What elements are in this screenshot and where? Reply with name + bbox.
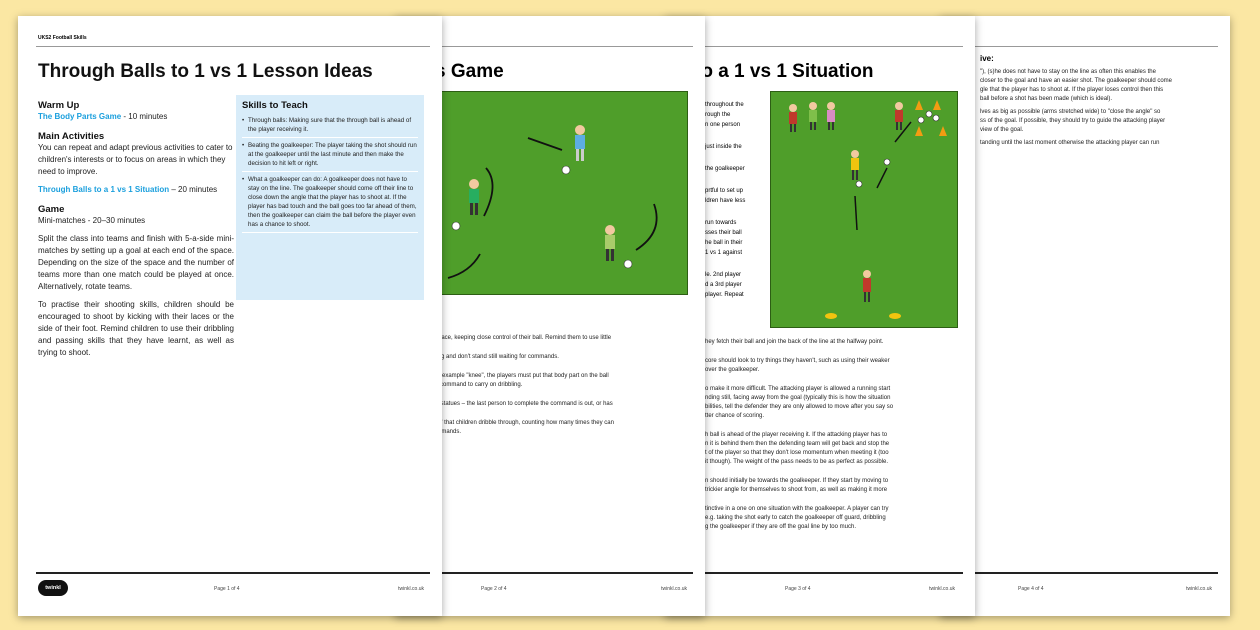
- footer-site: twinkl.co.uk: [661, 586, 687, 592]
- player-figure: [851, 150, 859, 180]
- text-line: , for example "knee", the players must p…: [430, 373, 609, 388]
- skill-item: What a goalkeeper can do: A goalkeeper d…: [242, 172, 418, 233]
- document-page-1: UKS2 Football Skills Through Balls to 1 …: [18, 16, 442, 616]
- text-line: oving and don't stand still waiting for …: [430, 354, 559, 360]
- practise-text: To practise their shooting skills, child…: [38, 300, 234, 357]
- warm-up-line: The Body Parts Game - 10 minutes: [38, 111, 234, 123]
- football-drill-diagram: [789, 100, 947, 319]
- page-title: s Game: [435, 61, 504, 82]
- skills-to-teach-box: Skills to Teach Through balls: Making su…: [236, 95, 424, 300]
- cone-icon: [915, 100, 947, 136]
- footer-divider: [36, 572, 430, 574]
- footer-page-number: Page 1 of 4: [214, 586, 240, 592]
- marker-disc-icon: [825, 313, 901, 319]
- text-line: core should look to try things they have…: [705, 358, 890, 373]
- text-line: hey fetch their ball and join the back o…: [705, 339, 884, 345]
- warm-up-time: - 10 minutes: [121, 112, 168, 121]
- text-line: throughout the rough the n one person: [705, 102, 744, 128]
- page-title: to a 1 vs 1 Situation: [695, 61, 874, 82]
- footer-divider: [958, 572, 1218, 574]
- footer-site: twinkl.co.uk: [929, 586, 955, 592]
- player-figure: [827, 102, 835, 130]
- skill-item: Beating the goalkeeper: The player takin…: [242, 138, 418, 172]
- page-title: Through Balls to 1 vs 1 Lesson Ideas: [38, 61, 373, 82]
- text-line: h ball is ahead of the player receiving …: [705, 432, 890, 465]
- left-text-column: throughout the rough the n one person ju…: [705, 100, 765, 312]
- main-activities-heading: Main Activities: [38, 131, 105, 142]
- skill-item: Through balls: Making sure that the thro…: [242, 113, 418, 138]
- footer-page-number: Page 2 of 4: [481, 586, 507, 592]
- pitch-illustration: [770, 91, 958, 328]
- text-line: ates' that children dribble through, cou…: [430, 420, 614, 435]
- player-figure: [605, 225, 615, 261]
- header-divider: [958, 46, 1218, 47]
- header-divider: [683, 46, 963, 47]
- body-lines: e space, keeping close control of their …: [430, 334, 692, 447]
- game-time: Mini-matches - 20–30 minutes: [38, 216, 146, 225]
- text-line: tanding until the last moment otherwise …: [980, 140, 1160, 146]
- text-line: run towards sses their ball he ball in t…: [705, 220, 743, 256]
- game-text: Split the class into teams and finish wi…: [38, 234, 234, 291]
- football-warmup-diagram: [447, 125, 658, 279]
- footer-site: twinkl.co.uk: [1186, 586, 1212, 592]
- arrow-icon: [447, 137, 658, 279]
- text-line: the goalkeeper: [705, 166, 745, 172]
- text-line: just inside the: [705, 144, 742, 150]
- document-page-4: ive: "), (s)he does not have to stay on …: [940, 16, 1230, 616]
- main-activity-link[interactable]: Through Balls to a 1 vs 1 Situation: [38, 185, 170, 194]
- player-figure: [863, 270, 871, 302]
- skills-list: Through balls: Making sure that the thro…: [242, 113, 418, 233]
- lesson-plan-column: Warm Up The Body Parts Game - 10 minutes…: [38, 96, 234, 359]
- footer-site: twinkl.co.uk: [398, 586, 424, 592]
- game-heading: Game: [38, 204, 65, 215]
- footer-page-number: Page 3 of 4: [785, 586, 811, 592]
- text-line: lves as big as possible (arms stretched …: [980, 109, 1166, 133]
- skills-title: Skills to Teach: [242, 100, 308, 111]
- arrow-icon: [854, 121, 912, 231]
- player-figure: [895, 102, 903, 130]
- document-page-2: s Game e space, keeping close control of…: [395, 16, 705, 616]
- text-line: o make it more difficult. The attacking …: [705, 386, 894, 419]
- ball-icon: [451, 165, 633, 269]
- footer-divider: [413, 572, 693, 574]
- header-divider: [413, 46, 693, 47]
- warm-up-link[interactable]: The Body Parts Game: [38, 112, 122, 121]
- body-lines: hey fetch their ball and join the back o…: [705, 338, 963, 542]
- text-line: ical statues – the last person to comple…: [430, 401, 613, 407]
- text-line: prtful to set up ldren have less: [705, 188, 746, 204]
- text-line: "), (s)he does not have to stay on the l…: [980, 69, 1173, 102]
- ball-icon: [855, 110, 940, 188]
- text-line: tinctive in a one on one situation with …: [705, 506, 889, 530]
- footer-page-number: Page 4 of 4: [1018, 586, 1044, 592]
- header-divider: [36, 46, 430, 47]
- text-line: e space, keeping close control of their …: [430, 335, 612, 341]
- document-page-3: to a 1 vs 1 Situation throughout the rou…: [665, 16, 975, 616]
- main-activity-time: – 20 minutes: [169, 185, 218, 194]
- footer-divider: [683, 572, 963, 574]
- text-line: n should initially be towards the goalke…: [705, 478, 889, 493]
- pitch-illustration: [395, 91, 688, 295]
- player-figure: [575, 125, 585, 161]
- page-title: ive:: [980, 54, 994, 63]
- text-line: le. 2nd player d a 3rd player player. Re…: [705, 272, 744, 298]
- twinkl-logo: twinkl: [38, 580, 68, 596]
- warm-up-heading: Warm Up: [38, 100, 80, 111]
- body-lines: "), (s)he does not have to stay on the l…: [980, 68, 1215, 152]
- header-label: UKS2 Football Skills: [38, 35, 87, 41]
- main-activity-line: Through Balls to a 1 vs 1 Situation – 20…: [38, 184, 234, 196]
- player-figure: [809, 102, 817, 130]
- player-figure: [789, 104, 797, 132]
- main-activities-text: You can repeat and adapt previous activi…: [38, 143, 233, 176]
- player-figure: [469, 179, 479, 215]
